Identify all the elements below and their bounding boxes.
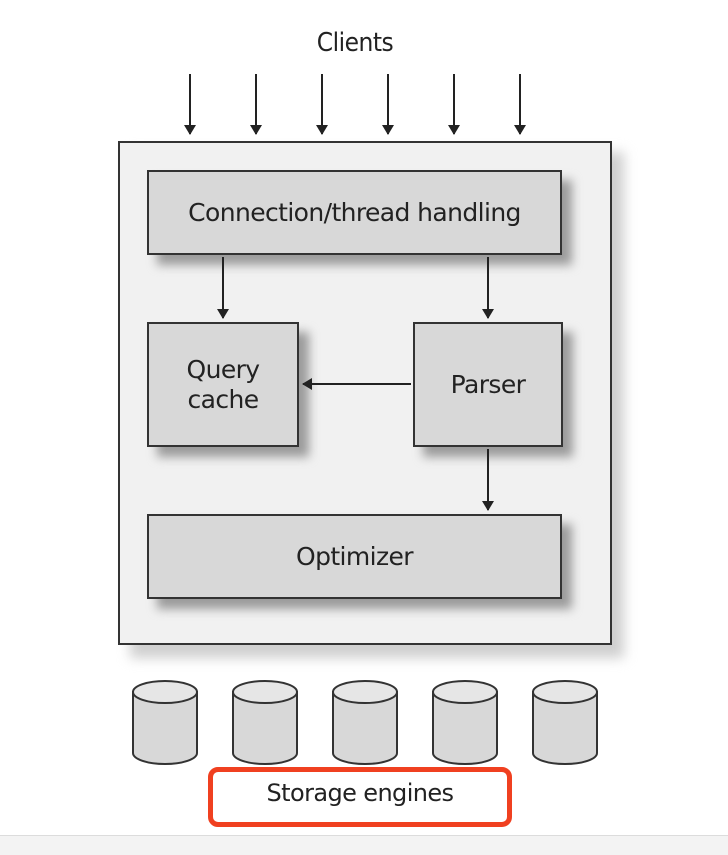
storage-engine-cylinder (232, 680, 298, 765)
connection-label: Connection/thread handling (188, 197, 521, 227)
storage-engines-label: Storage engines (266, 779, 455, 807)
storage-engine-cylinder (532, 680, 598, 765)
storage-engines-group (132, 680, 598, 765)
query-cache-label: Query cache (186, 354, 261, 414)
client-arrows (184, 74, 526, 135)
bottom-bar (0, 835, 728, 855)
storage-highlight-frame (208, 767, 512, 827)
optimizer-box: Optimizer (147, 514, 562, 599)
storage-engine-cylinder (132, 680, 198, 765)
storage-engine-cylinder (432, 680, 498, 765)
query-cache-box: Query cache (147, 322, 299, 447)
connection-thread-handling-box: Connection/thread handling (147, 170, 562, 255)
parser-label: Parser (450, 369, 526, 399)
clients-label: Clients (316, 28, 394, 58)
storage-engine-cylinder (332, 680, 398, 765)
optimizer-label: Optimizer (296, 541, 414, 571)
parser-box: Parser (413, 322, 563, 447)
